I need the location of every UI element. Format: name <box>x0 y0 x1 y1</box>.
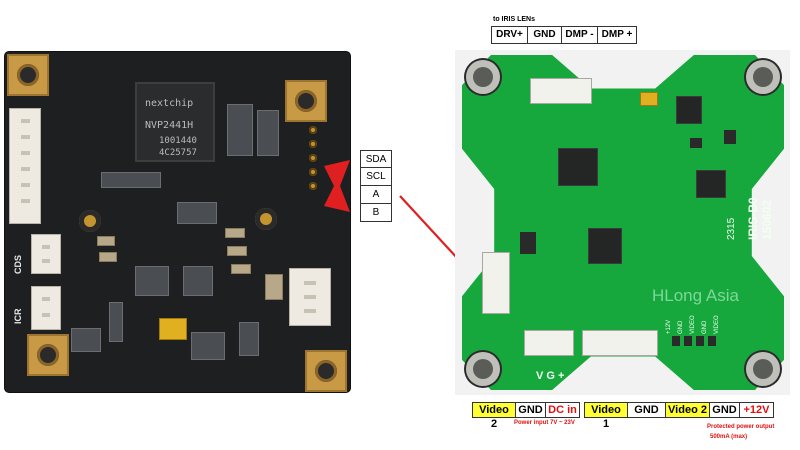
regulator-top <box>676 96 702 124</box>
connector-icr <box>31 286 61 330</box>
pin-label-b: B <box>360 204 392 222</box>
tantalum-capacitor <box>159 318 187 340</box>
connector-main-left <box>9 108 41 224</box>
small-component <box>690 138 702 148</box>
mount-hole-top-left <box>466 60 500 94</box>
pin-label-video-b: VIDEO <box>714 315 720 334</box>
smd-block <box>227 104 253 156</box>
left-camera-board: nextchip NVP2441H 1001440 4C25757 CDS IC… <box>5 52 350 392</box>
smd-block <box>109 302 123 342</box>
pin-label-gnd-b: GND <box>702 320 708 334</box>
pin-header-pad <box>684 336 692 346</box>
board-code: 2315 <box>726 217 737 240</box>
mount-hole-bottom-left <box>466 352 500 386</box>
board-model-line2: 150602 <box>760 199 774 240</box>
btm-cell-gnd-b: GND <box>710 402 740 418</box>
pin-dot <box>309 154 317 162</box>
chip-code-2: 4C25757 <box>159 148 197 158</box>
max-current-note: 500mA (max) <box>710 434 748 440</box>
pin-dot <box>309 168 317 176</box>
mount-pad-bottom-left <box>27 334 69 376</box>
iris-cell-dmp-minus: DMP - <box>562 27 598 43</box>
pin-dot <box>309 182 317 190</box>
btm-cell-video1: Video 1 <box>584 402 628 430</box>
smd-block <box>239 322 259 356</box>
smd-block <box>71 328 101 352</box>
iris-pin-table: DRV+ GND DMP - DMP + <box>491 26 637 44</box>
chip-model: NVP2441H <box>145 120 194 131</box>
smd-block <box>101 172 161 188</box>
pin-label-12v: +12V <box>666 319 672 334</box>
vg-label: V G + <box>536 370 565 382</box>
nvp-main-chip: nextchip NVP2441H 1001440 4C25757 <box>135 82 215 162</box>
red-chevron-icon <box>324 160 350 212</box>
smd-block <box>257 110 279 156</box>
btm-cell-gnd: GND <box>516 402 546 418</box>
small-component <box>724 130 736 144</box>
brand-watermark: HLong Asia <box>652 286 739 305</box>
iris-cell-dmp-plus: DMP + <box>598 27 636 43</box>
small-component <box>520 232 536 254</box>
smd-block <box>177 202 217 224</box>
tantalum-capacitor <box>640 92 658 106</box>
pin-label-video-a: VIDEO <box>690 315 696 334</box>
iris-cell-drv: DRV+ <box>492 27 528 43</box>
bottom-right-pin-table: Video 1 GND Video 2 GND +12V <box>584 402 774 430</box>
mount-pad-bottom-right <box>305 350 347 392</box>
mount-pad-top-right <box>285 80 327 122</box>
btm-cell-gnd-a: GND <box>628 402 666 418</box>
protected-output-note: Protected power output <box>707 424 775 430</box>
iris-cell-gnd: GND <box>528 27 562 43</box>
pin-label-gnd-a: GND <box>678 320 684 334</box>
connector-video-out <box>582 330 658 356</box>
connector-video-power <box>289 268 331 326</box>
btm-cell-12v: +12V <box>740 402 774 418</box>
mount-pad-top-left <box>7 54 49 96</box>
pin-dot <box>309 126 317 134</box>
brass-hole <box>255 208 277 230</box>
btm-cell-video2-b: Video 2 <box>666 402 710 418</box>
smd-block <box>135 266 169 296</box>
pin-label-scl: SCL <box>360 168 392 186</box>
connector-iris-lens <box>530 78 592 104</box>
mount-hole-bottom-right <box>746 352 780 386</box>
pin-label-a: A <box>360 186 392 204</box>
pin-label-sda: SDA <box>360 150 392 168</box>
smd-resistor <box>99 252 117 262</box>
pin-dot <box>309 140 317 148</box>
smd-resistor <box>227 246 247 256</box>
btm-cell-dc-in: DC in <box>546 402 580 418</box>
smd-resistor <box>97 236 115 246</box>
iris-title: to IRIS LENs <box>493 16 536 23</box>
chip-code-1: 1001440 <box>159 136 197 146</box>
connector-input-left <box>482 252 510 314</box>
brass-hole <box>79 210 101 232</box>
ic-so8-top <box>558 148 598 186</box>
ic-so8-middle <box>588 228 622 264</box>
connector-cds <box>31 234 61 274</box>
smd-resistor <box>225 228 245 238</box>
pin-header-pad <box>696 336 704 346</box>
pin-label-table: SDA SCL A B <box>360 150 392 222</box>
power-input-note: Power input 7V ~ 23V <box>514 420 575 426</box>
board-model-line1: IRIS-B0 <box>746 197 760 240</box>
pin-header-pad <box>672 336 680 346</box>
bottom-left-pin-table: Video 2 GND DC in <box>472 402 580 430</box>
btm-cell-video2: Video 2 <box>472 402 516 430</box>
chip-brand: nextchip <box>145 98 194 109</box>
smd-block <box>191 332 225 360</box>
smd-resistor <box>231 264 251 274</box>
pin-header-pad <box>708 336 716 346</box>
mount-hole-top-right <box>746 60 780 94</box>
regulator-middle <box>696 170 726 198</box>
connector-video2-dc <box>524 330 574 356</box>
smd-inductor <box>265 274 283 300</box>
smd-block <box>183 266 213 296</box>
